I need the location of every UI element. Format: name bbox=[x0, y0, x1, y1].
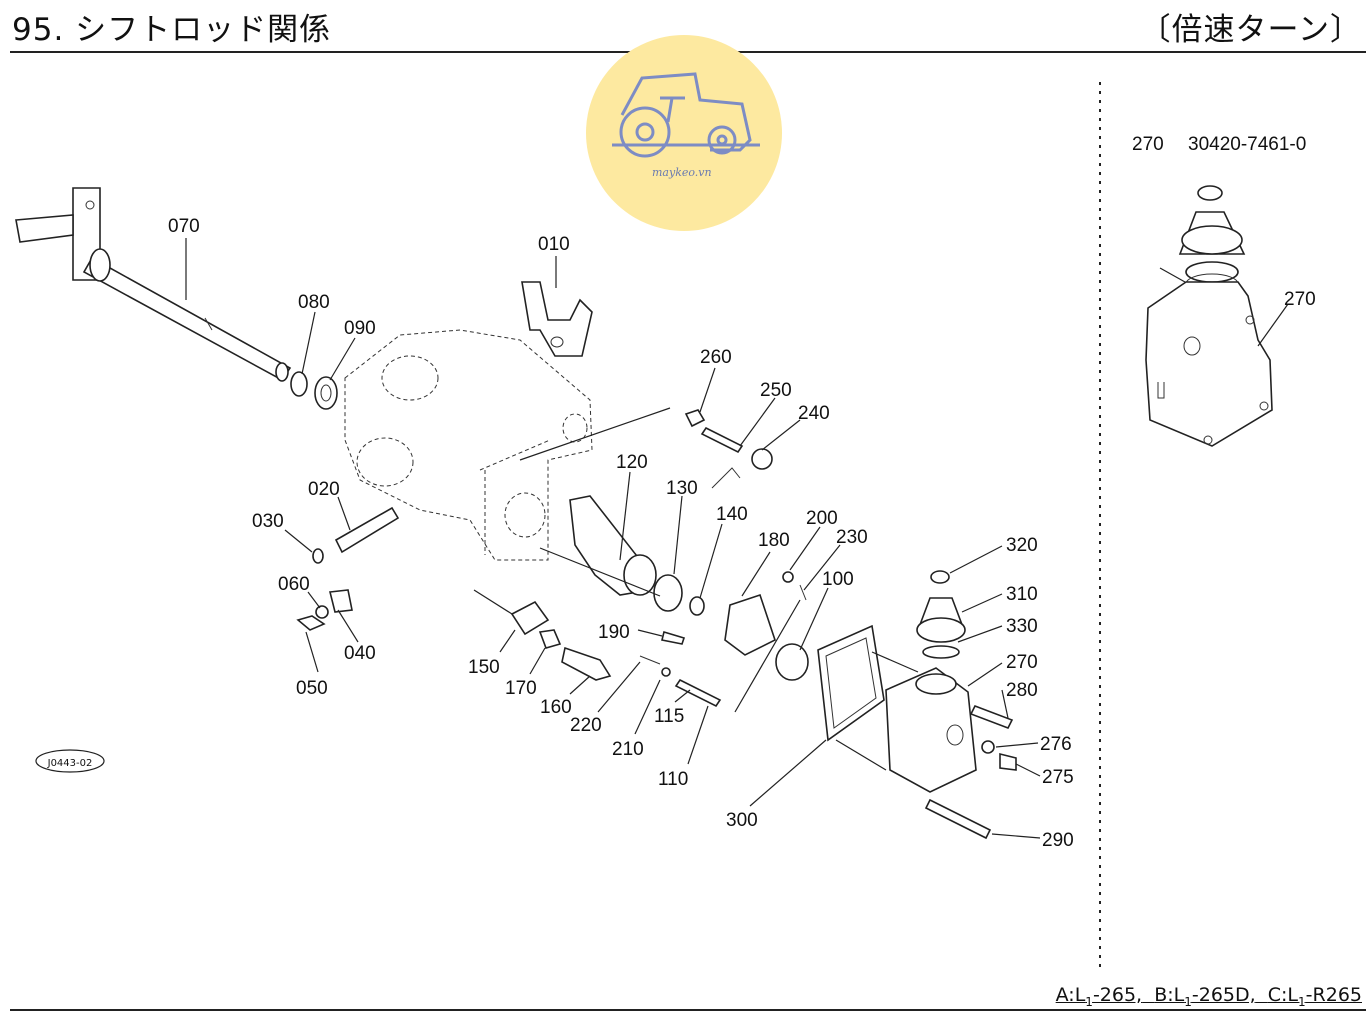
drawing-code: J0443-02 bbox=[47, 758, 93, 769]
part-240-cam bbox=[751, 448, 773, 470]
part-115-110-pin bbox=[674, 678, 722, 708]
callout-010: 010 bbox=[538, 234, 570, 255]
part-320-cap bbox=[930, 570, 950, 584]
part-140-oring bbox=[689, 596, 705, 616]
model-a: A:L1-265, bbox=[1055, 984, 1143, 1009]
callout-270: 270 bbox=[1006, 652, 1038, 673]
callout-200: 200 bbox=[806, 508, 838, 529]
part-030-ring bbox=[312, 548, 324, 564]
callout-280: 280 bbox=[1006, 680, 1038, 701]
part-090-seal bbox=[314, 376, 338, 410]
callout-040: 040 bbox=[344, 643, 376, 664]
watermark-circle bbox=[586, 35, 782, 231]
callout-150: 150 bbox=[468, 657, 500, 678]
part-300-gasket bbox=[817, 624, 885, 742]
model-b: B:L1-265D, bbox=[1154, 984, 1256, 1009]
part-290-bolt bbox=[924, 798, 992, 840]
callout-320: 320 bbox=[1006, 535, 1038, 556]
callout-090: 090 bbox=[344, 318, 376, 339]
callout-080: 080 bbox=[298, 292, 330, 313]
part-010-shift-fork bbox=[521, 281, 593, 357]
callout-070: 070 bbox=[168, 216, 200, 237]
callout-190: 190 bbox=[598, 622, 630, 643]
callout-276: 276 bbox=[1040, 734, 1072, 755]
part-230-pin bbox=[799, 584, 807, 601]
part-070-shift-rod bbox=[15, 187, 292, 382]
part-020-pin bbox=[334, 506, 400, 554]
part-190-pin bbox=[661, 630, 686, 645]
callout-210: 210 bbox=[612, 739, 644, 760]
tractor-icon bbox=[612, 72, 760, 158]
part-210-ball bbox=[661, 667, 671, 677]
callout-250: 250 bbox=[760, 380, 792, 401]
part-270-cover bbox=[885, 667, 977, 793]
part-330-ring bbox=[922, 645, 960, 659]
callout-115: 115 bbox=[654, 706, 684, 727]
callout-120: 120 bbox=[616, 452, 648, 473]
spring-icon bbox=[711, 467, 741, 489]
callout-130: 130 bbox=[666, 478, 698, 499]
callout-330: 330 bbox=[1006, 616, 1038, 637]
leader-lines bbox=[185, 238, 1041, 839]
footer-rule bbox=[10, 1009, 1366, 1011]
callout-240: 240 bbox=[798, 403, 830, 424]
part-060-washer bbox=[315, 605, 329, 619]
watermark-text: maykeo.vn bbox=[652, 166, 712, 179]
model-c: C:L1-R265 bbox=[1267, 984, 1362, 1009]
part-150-plate bbox=[510, 600, 550, 636]
callout-290: 290 bbox=[1042, 830, 1074, 851]
part-276-washer bbox=[981, 740, 995, 754]
part-280-bolt bbox=[969, 704, 1014, 730]
variant-label: 〔倍速ターン〕 bbox=[1139, 12, 1362, 48]
callout-170: 170 bbox=[505, 678, 537, 699]
inset-panel: 270 30420-7461-0 270 bbox=[1132, 134, 1316, 447]
part-080-washer bbox=[290, 371, 308, 397]
drawing-code-badge: J0443-02 bbox=[35, 749, 105, 773]
callout-030: 030 bbox=[252, 511, 284, 532]
callout-140: 140 bbox=[716, 504, 748, 525]
callout-110: 110 bbox=[658, 769, 688, 790]
callout-100: 100 bbox=[822, 569, 854, 590]
part-275-plug bbox=[999, 752, 1017, 771]
inset-part-number: 30420-7461-0 bbox=[1188, 134, 1306, 155]
callout-300: 300 bbox=[726, 810, 758, 831]
part-220-spring bbox=[639, 655, 661, 665]
callout-labels: 070 010 080 090 260 250 240 120 130 140 … bbox=[168, 216, 1074, 851]
part-260-nut bbox=[684, 409, 706, 428]
callout-160: 160 bbox=[540, 697, 572, 718]
part-160-stopper bbox=[561, 646, 612, 681]
watermark-logo: maykeo.vn bbox=[586, 35, 782, 231]
callout-230: 230 bbox=[836, 527, 868, 548]
callout-310: 310 bbox=[1006, 584, 1038, 605]
part-130-bush bbox=[653, 574, 683, 612]
part-120-shift-arm bbox=[569, 495, 657, 596]
inset-part-label: 270 bbox=[1132, 134, 1164, 155]
inset-callout-270: 270 bbox=[1284, 289, 1316, 310]
page-title: 95. シフトロッド関係 bbox=[12, 12, 332, 48]
inset-cover-assembly bbox=[1145, 185, 1273, 447]
callout-020: 020 bbox=[308, 479, 340, 500]
callout-060: 060 bbox=[278, 574, 310, 595]
part-040-plate bbox=[329, 589, 353, 613]
part-180-block bbox=[724, 593, 776, 656]
part-250-bolt bbox=[700, 426, 744, 454]
part-050-bolt bbox=[296, 615, 326, 631]
transmission-housing bbox=[344, 329, 593, 561]
callout-260: 260 bbox=[700, 347, 732, 368]
part-200-washer bbox=[782, 571, 794, 583]
callout-050: 050 bbox=[296, 678, 328, 699]
callout-180: 180 bbox=[758, 530, 790, 551]
part-100-gear bbox=[775, 643, 809, 681]
callout-220: 220 bbox=[570, 715, 602, 736]
applicable-models: A:L1-265, B:L1-265D, C:L1-R265 bbox=[1056, 984, 1362, 1009]
callout-275: 275 bbox=[1042, 767, 1074, 788]
part-170-nut bbox=[538, 629, 562, 649]
